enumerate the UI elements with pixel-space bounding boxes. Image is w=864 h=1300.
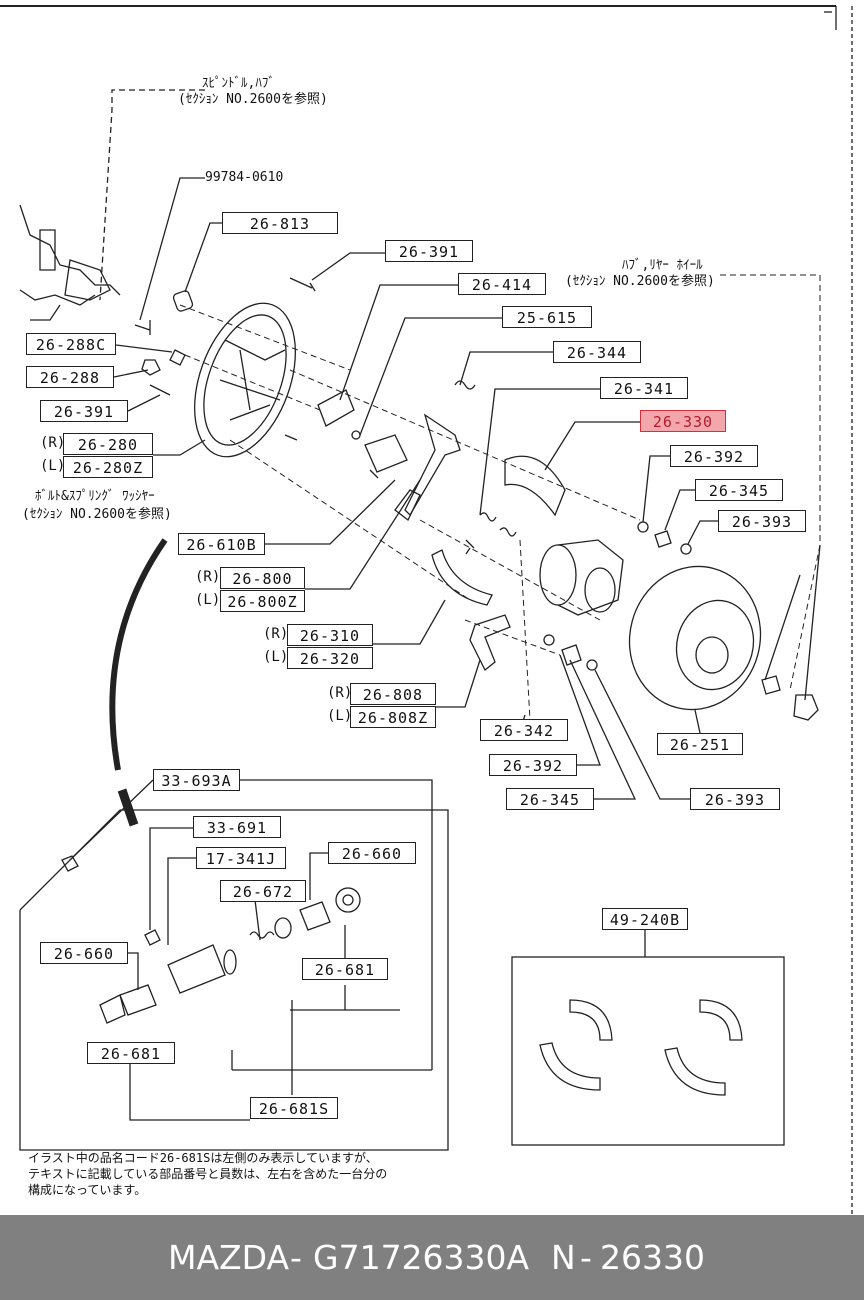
label-26-800[interactable]: 26-800 [220, 567, 305, 589]
label-26-660-right[interactable]: 26-660 [328, 842, 416, 864]
label-99784-0610: 99784-0610 [205, 170, 284, 185]
footer-part-number: G71726330A [313, 1238, 530, 1277]
label-26-345-bottom[interactable]: 26-345 [506, 788, 594, 810]
footer-bar: MAZDA - G71726330A N - 26330 [0, 1215, 864, 1300]
bolt-note-title: ﾎﾞﾙﾄ&ｽﾌﾟﾘﾝｸﾞ ﾜｯｼﾔｰ [35, 489, 155, 504]
footer-code: 26330 [600, 1238, 705, 1277]
footnote-line-2: テキストに記載している部品番号と員数は、左右を含めた一台分の [28, 1167, 388, 1181]
label-26-392-bottom[interactable]: 26-392 [489, 754, 577, 776]
side-r-26-800: (R) [195, 569, 221, 585]
label-26-393-right[interactable]: 26-393 [718, 510, 806, 532]
label-26-813[interactable]: 26-813 [222, 212, 338, 234]
side-r-26-808: (R) [327, 685, 353, 701]
footer-code-separator: - [580, 1238, 592, 1277]
diagram-artwork [0, 5, 853, 1215]
hub-note-title: ﾊﾌﾞ,ﾘﾔｰ ﾎｲｰﾙ [622, 258, 703, 273]
label-33-693a[interactable]: 33-693A [153, 769, 240, 791]
label-26-251[interactable]: 26-251 [657, 733, 743, 755]
label-25-615[interactable]: 25-615 [502, 306, 592, 328]
footnote-line-3: 構成になっています。 [28, 1183, 147, 1197]
hub-note-ref: (ｾｸｼｮﾝ NO.2600を参照) [565, 274, 715, 289]
footnote-line-1: イラスト中の品名コード26-681Sは左側のみ表示していますが、 [28, 1151, 378, 1165]
label-26-393-bottom[interactable]: 26-393 [690, 788, 780, 810]
label-26-280[interactable]: 26-280 [63, 433, 153, 455]
label-26-330[interactable]: 26-330 [640, 410, 726, 432]
side-r-26-280: (R) [40, 435, 66, 451]
side-l-26-280z: (L) [40, 458, 66, 474]
label-26-681s[interactable]: 26-681S [250, 1097, 338, 1119]
label-33-691[interactable]: 33-691 [193, 816, 281, 838]
label-26-280z[interactable]: 26-280Z [63, 456, 153, 478]
label-26-660-left[interactable]: 26-660 [40, 942, 128, 964]
parts-diagram: ｽﾋﾟﾝﾄﾞﾙ,ﾊﾌﾞ (ｾｸｼｮﾝ NO.2600を参照) ﾊﾌﾞ,ﾘﾔｰ ﾎ… [0, 5, 853, 1215]
footer-code-prefix: N [551, 1238, 576, 1277]
label-26-320[interactable]: 26-320 [287, 647, 373, 669]
footer-separator: - [290, 1238, 302, 1277]
label-26-391-top[interactable]: 26-391 [385, 240, 473, 262]
side-l-26-320: (L) [263, 649, 289, 665]
label-49-240b[interactable]: 49-240B [602, 908, 688, 930]
label-26-392-right[interactable]: 26-392 [670, 445, 758, 467]
spindle-note-ref: (ｾｸｼｮﾝ NO.2600を参照) [178, 92, 328, 107]
label-26-808z[interactable]: 26-808Z [350, 706, 436, 728]
label-26-341[interactable]: 26-341 [600, 377, 688, 399]
label-26-800z[interactable]: 26-800Z [220, 590, 305, 612]
label-26-288[interactable]: 26-288 [26, 366, 114, 388]
label-26-681-right[interactable]: 26-681 [302, 958, 388, 980]
label-26-672[interactable]: 26-672 [220, 880, 306, 902]
label-26-391-left[interactable]: 26-391 [40, 400, 128, 422]
label-26-345-right[interactable]: 26-345 [695, 479, 783, 501]
label-26-414[interactable]: 26-414 [458, 273, 546, 295]
spindle-note-title: ｽﾋﾟﾝﾄﾞﾙ,ﾊﾌﾞ [202, 76, 275, 91]
side-l-26-800z: (L) [195, 592, 221, 608]
label-26-610b[interactable]: 26-610B [178, 533, 265, 555]
label-26-310[interactable]: 26-310 [287, 624, 373, 646]
side-r-26-310: (R) [263, 626, 289, 642]
footer-brand: MAZDA [168, 1238, 290, 1277]
label-26-344[interactable]: 26-344 [553, 341, 641, 363]
side-l-26-808z: (L) [327, 708, 353, 724]
bolt-note-ref: (ｾｸｼｮﾝ NO.2600を参照) [22, 507, 172, 522]
label-26-681-left[interactable]: 26-681 [87, 1042, 175, 1064]
label-26-342[interactable]: 26-342 [480, 719, 568, 741]
label-26-808[interactable]: 26-808 [350, 683, 436, 705]
label-17-341j[interactable]: 17-341J [196, 847, 286, 869]
label-26-288c[interactable]: 26-288C [26, 333, 116, 355]
